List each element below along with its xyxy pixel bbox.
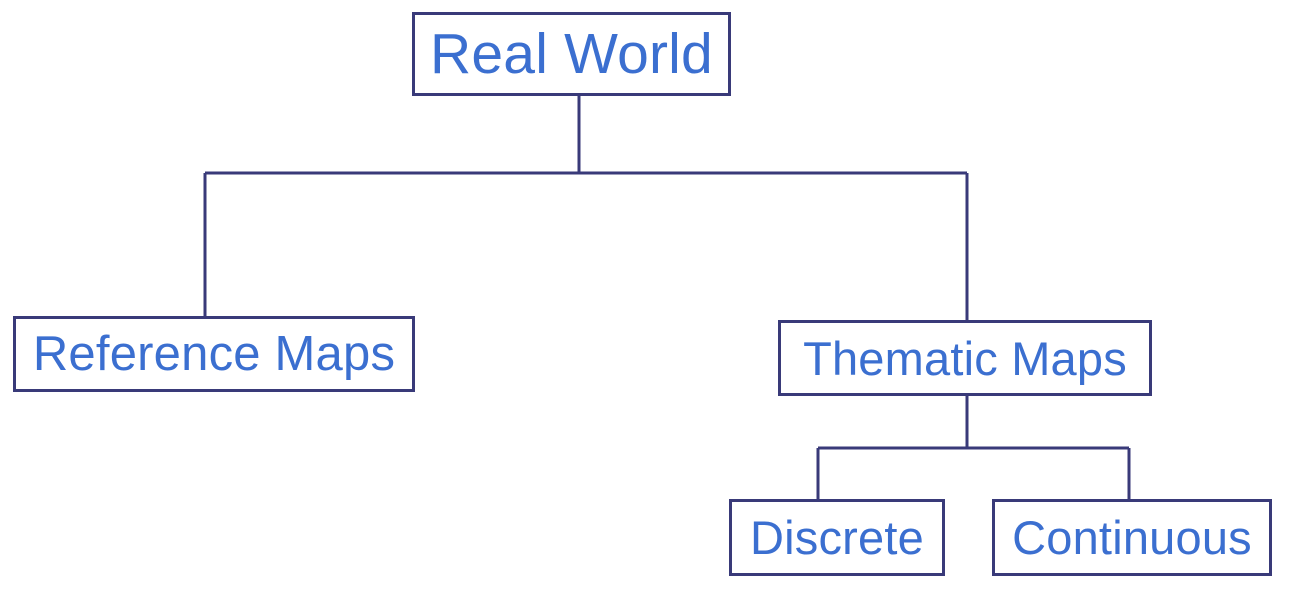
node-reference-maps[interactable]: Reference Maps	[13, 316, 415, 392]
node-discrete-label: Discrete	[750, 511, 924, 564]
node-continuous-label: Continuous	[1012, 511, 1252, 564]
node-real-world[interactable]: Real World	[412, 12, 731, 96]
node-thematic-maps-label: Thematic Maps	[803, 331, 1127, 385]
node-real-world-label: Real World	[430, 21, 713, 86]
node-discrete[interactable]: Discrete	[729, 499, 945, 576]
node-continuous[interactable]: Continuous	[992, 499, 1272, 576]
node-reference-maps-label: Reference Maps	[32, 326, 396, 381]
node-thematic-maps[interactable]: Thematic Maps	[778, 320, 1152, 396]
